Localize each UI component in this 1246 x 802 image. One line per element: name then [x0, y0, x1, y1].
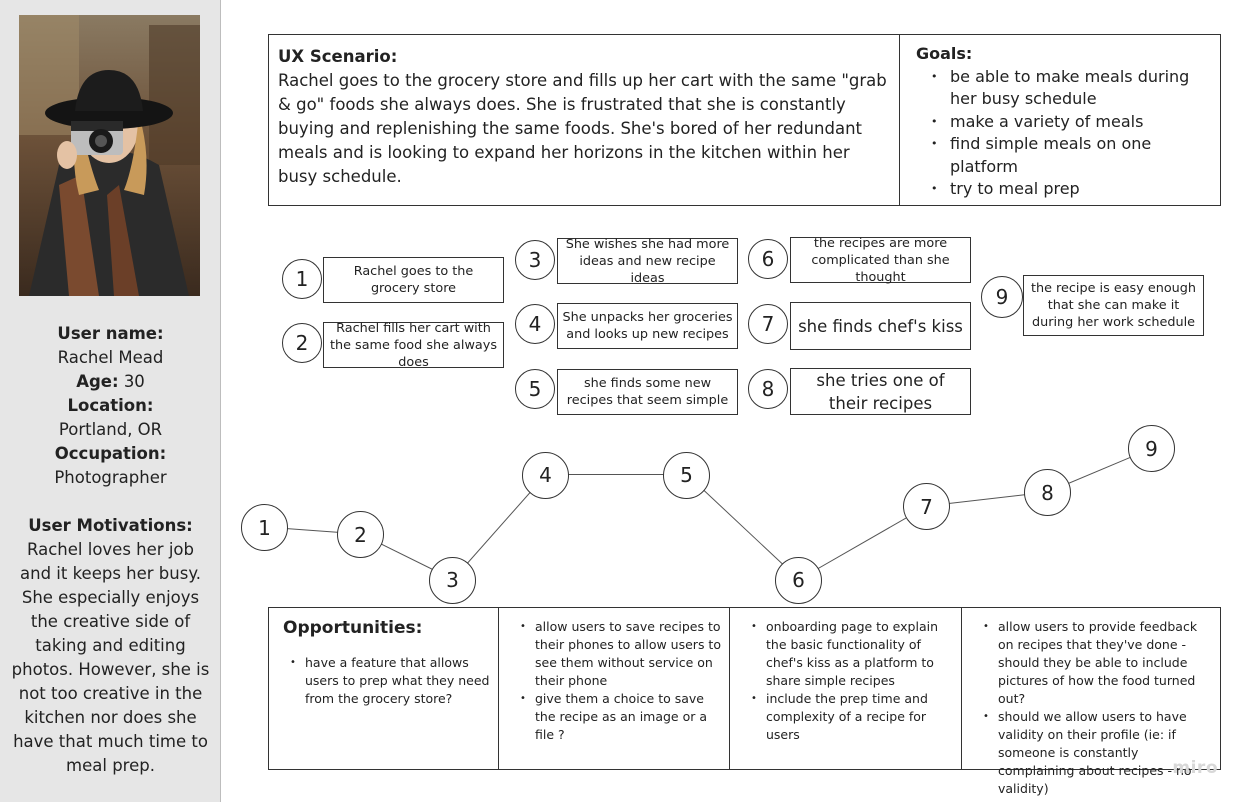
- name-label: User name:: [57, 324, 164, 343]
- persona-profile: User name: Rachel Mead Age: 30 Location:…: [0, 322, 221, 778]
- opportunity-item: give them a choice to save the recipe as…: [507, 690, 721, 744]
- step-box-1: Rachel goes to the grocery store: [323, 257, 504, 303]
- step-number-9: 9: [981, 276, 1023, 318]
- goal-item: make a variety of meals: [916, 111, 1208, 134]
- journey-point-2: 2: [337, 511, 384, 558]
- opportunity-item: should we allow users to have validity o…: [970, 708, 1212, 798]
- goal-item: be able to make meals during her busy sc…: [916, 66, 1208, 111]
- opportunities-col-1: Opportunities: have a feature that allow…: [268, 607, 499, 770]
- opportunity-item: onboarding page to explain the basic fun…: [738, 618, 953, 690]
- scenario-text: Rachel goes to the grocery store and fil…: [278, 71, 887, 186]
- user-name: Rachel Mead: [57, 348, 164, 367]
- opportunities-title: Opportunities:: [283, 618, 423, 638]
- step-number-7: 7: [748, 304, 788, 344]
- step-box-5: she finds some new recipes that seem sim…: [557, 369, 738, 415]
- step-box-6: the recipes are more complicated than sh…: [790, 236, 971, 285]
- step-number-3: 3: [515, 240, 555, 280]
- opportunity-item: include the prep time and complexity of …: [738, 690, 953, 744]
- journey-point-1: 1: [241, 504, 288, 551]
- step-box-4: She unpacks her groceries and looks up n…: [557, 303, 738, 349]
- opportunity-list-2: allow users to save recipes to their pho…: [507, 618, 721, 744]
- occupation-label: Occupation:: [54, 444, 167, 463]
- opportunity-item: have a feature that allows users to prep…: [277, 654, 490, 708]
- step-box-9: the recipe is easy enough that she can m…: [1023, 275, 1204, 336]
- motivations-label: User Motivations:: [28, 516, 193, 535]
- step-number-5: 5: [515, 369, 555, 409]
- motivations-text: Rachel loves her job and it keeps her bu…: [11, 540, 210, 775]
- step-box-8: she tries one of their recipes: [790, 368, 971, 415]
- journey-point-4: 4: [522, 451, 569, 499]
- step-number-6: 6: [748, 239, 788, 279]
- journey-point-6: 6: [775, 556, 822, 604]
- goal-item: find simple meals on one platform: [916, 133, 1208, 178]
- opportunity-list-4: allow users to provide feedback on recip…: [970, 618, 1212, 798]
- persona-photo-image: [19, 15, 200, 296]
- step-number-4: 4: [515, 304, 555, 344]
- journey-point-5: 5: [663, 451, 710, 499]
- goals-list: be able to make meals during her busy sc…: [916, 66, 1208, 201]
- step-box-7: she finds chef's kiss: [790, 302, 971, 350]
- journey-point-3: 3: [429, 556, 476, 604]
- goals-box: Goals: be able to make meals during her …: [899, 34, 1221, 206]
- step-box-2: Rachel fills her cart with the same food…: [323, 321, 504, 370]
- journey-segment: [686, 474, 800, 580]
- persona-photo: [19, 15, 200, 296]
- location-label: Location:: [67, 396, 154, 415]
- journey-point-9: 9: [1128, 425, 1175, 473]
- scenario-title: UX Scenario:: [278, 47, 398, 66]
- age-label: Age:: [76, 372, 119, 391]
- opportunity-list-1: have a feature that allows users to prep…: [277, 654, 490, 708]
- opportunity-item: allow users to provide feedback on recip…: [970, 618, 1212, 708]
- step-number-8: 8: [748, 369, 788, 409]
- age-value: 30: [123, 372, 145, 391]
- step-number-1: 1: [282, 259, 322, 299]
- opportunity-list-3: onboarding page to explain the basic fun…: [738, 618, 953, 744]
- goal-item: try to meal prep: [916, 178, 1208, 201]
- journey-point-8: 8: [1024, 469, 1071, 516]
- step-box-3: She wishes she had more ideas and new re…: [557, 237, 738, 286]
- opportunities-col-3: onboarding page to explain the basic fun…: [730, 607, 962, 770]
- occupation-value: Photographer: [54, 468, 167, 487]
- miro-watermark: miro: [1172, 758, 1218, 778]
- journey-point-7: 7: [903, 483, 950, 530]
- opportunity-item: allow users to save recipes to their pho…: [507, 618, 721, 690]
- opportunities-col-2: allow users to save recipes to their pho…: [499, 607, 730, 770]
- step-number-2: 2: [282, 323, 322, 363]
- location-value: Portland, OR: [58, 420, 163, 439]
- opportunities-col-4: allow users to provide feedback on recip…: [962, 607, 1221, 796]
- goals-title: Goals:: [916, 44, 973, 63]
- ux-scenario-box: UX Scenario: Rachel goes to the grocery …: [268, 34, 900, 206]
